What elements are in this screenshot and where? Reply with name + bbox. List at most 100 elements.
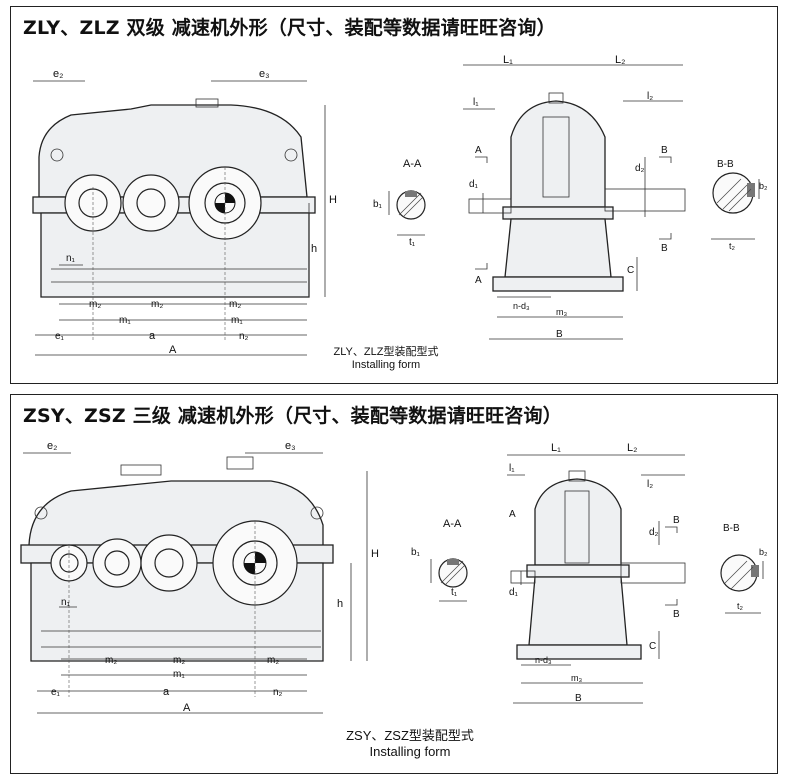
label-arrow-a: A: [475, 275, 482, 286]
label-C: C: [627, 265, 634, 276]
label-C: C: [649, 641, 656, 652]
keyway: [747, 183, 755, 197]
breather: [568, 470, 586, 482]
keyway: [751, 565, 759, 577]
shaft-key-mark: [255, 552, 266, 563]
label-arrow-b: B: [661, 243, 668, 254]
breather: [226, 456, 254, 470]
side-housing-top: [534, 478, 622, 566]
section-bb: [720, 554, 764, 614]
inner-gear: [564, 490, 590, 564]
label-a: a: [163, 686, 170, 698]
panel-title: ZLY、ZLZ 双级 减速机外形（尺寸、装配等数据请旺旺咨询）: [23, 17, 556, 39]
gear-shaft-2-inner: [136, 188, 166, 218]
section-bb: [711, 172, 760, 240]
label-n2: n₂: [239, 331, 249, 342]
lifting-eye: [34, 506, 48, 520]
label-e1: e₁: [55, 331, 65, 342]
output-shaft: [620, 562, 686, 584]
label-l1: l₁: [473, 97, 479, 108]
label-B: B: [556, 329, 563, 340]
label-d1: d₁: [469, 179, 479, 190]
panel-zsy-zsz: ZSY、ZSZ 三级 减速机外形（尺寸、装配等数据请旺旺咨询）: [10, 394, 778, 774]
side-housing-base: [528, 576, 628, 646]
label-m2: m₂: [173, 655, 185, 666]
label-b1: b₁: [411, 547, 421, 558]
panel-title: ZSY、ZSZ 三级 减速机外形（尺寸、装配等数据请旺旺咨询）: [23, 405, 562, 427]
section-aa: [430, 558, 468, 602]
label-arrow-b: B: [673, 515, 680, 526]
label-arrow-b: B: [673, 609, 680, 620]
label-L1: L₁: [551, 442, 561, 454]
label-section-bb: B-B: [717, 159, 734, 170]
label-arrow-a: A: [509, 509, 516, 520]
side-base-plate: [492, 276, 624, 292]
gear-shaft-3-inner: [154, 548, 184, 578]
label-m2: m₂: [151, 299, 163, 310]
side-housing-base: [504, 218, 612, 278]
zly-drawing: e₂ e₃ H h n₁ m₂ m₂ m₂ m₁ m₁ e₁ a n₂ A A-…: [32, 54, 768, 356]
section-arrow-a: [475, 156, 488, 163]
caption-cn: ZSY、ZSZ型装配型式: [346, 728, 474, 743]
label-n2: n₂: [273, 687, 283, 698]
label-l1: l₁: [509, 463, 515, 474]
label-b2: b₂: [759, 181, 768, 191]
label-d1: d₁: [509, 587, 519, 598]
label-section-aa: A-A: [403, 158, 422, 170]
label-m2: m₂: [267, 655, 279, 666]
assembly-caption: ZLY、ZLZ型装配型式 Installing form: [311, 343, 461, 371]
oil-cap: [195, 98, 219, 108]
caption-en: Installing form: [351, 359, 421, 371]
section-aa: [388, 190, 426, 236]
label-e3: e₃: [285, 440, 296, 452]
side-view: [463, 64, 686, 340]
label-H: H: [371, 548, 379, 560]
label-H: H: [329, 194, 337, 206]
label-t2: t₂: [737, 601, 744, 611]
keyway: [447, 559, 459, 565]
side-housing-top: [510, 100, 606, 208]
label-e1: e₁: [51, 687, 61, 698]
panel-zly-zlz: ZLY、ZLZ 双级 减速机外形（尺寸、装配等数据请旺旺咨询）: [10, 6, 778, 384]
label-nd3: n-d₃: [513, 301, 530, 311]
label-e2: e₂: [47, 440, 57, 452]
label-t2: t₂: [729, 241, 736, 251]
label-m2: m₂: [229, 299, 241, 310]
label-m3: m₃: [571, 673, 582, 683]
label-e2: e₂: [53, 68, 63, 80]
label-n1: n₁: [66, 253, 76, 264]
lifting-eye: [310, 506, 324, 520]
section-arrow-b: [665, 526, 678, 533]
label-m1: m₁: [119, 315, 131, 326]
label-A: A: [169, 344, 177, 356]
label-m1: m₁: [173, 669, 185, 680]
label-L2: L₂: [627, 442, 637, 454]
label-L1: L₁: [503, 54, 513, 66]
front-view: [32, 80, 326, 356]
label-l2: l₂: [647, 91, 653, 102]
assembly-caption: ZSY、ZSZ型装配型式 Installing form: [325, 725, 495, 759]
label-arrow-b: B: [661, 145, 668, 156]
section-arrow-b: [659, 156, 672, 163]
lifting-eye: [50, 148, 64, 162]
input-shaft: [510, 570, 536, 584]
shaft-key-mark: [244, 563, 255, 574]
section-arrow-b: [659, 233, 672, 240]
section-arrow-b: [665, 599, 678, 606]
label-m2: m₂: [105, 655, 117, 666]
shaft-key-mark: [215, 203, 225, 213]
side-flange: [502, 206, 614, 220]
label-h: h: [337, 598, 343, 610]
section-arrow-a: [475, 263, 488, 270]
label-section-aa: A-A: [443, 518, 462, 530]
gear-shaft-2-inner: [104, 550, 130, 576]
label-b2: b₂: [759, 547, 768, 557]
label-t1: t₁: [409, 237, 416, 248]
side-view: [507, 454, 686, 704]
side-base-plate: [516, 644, 642, 660]
label-m3: m₃: [556, 307, 567, 317]
label-section-bb: B-B: [723, 523, 740, 534]
label-m1: m₁: [231, 315, 243, 326]
breather: [548, 92, 564, 104]
caption-en: Installing form: [369, 744, 451, 759]
